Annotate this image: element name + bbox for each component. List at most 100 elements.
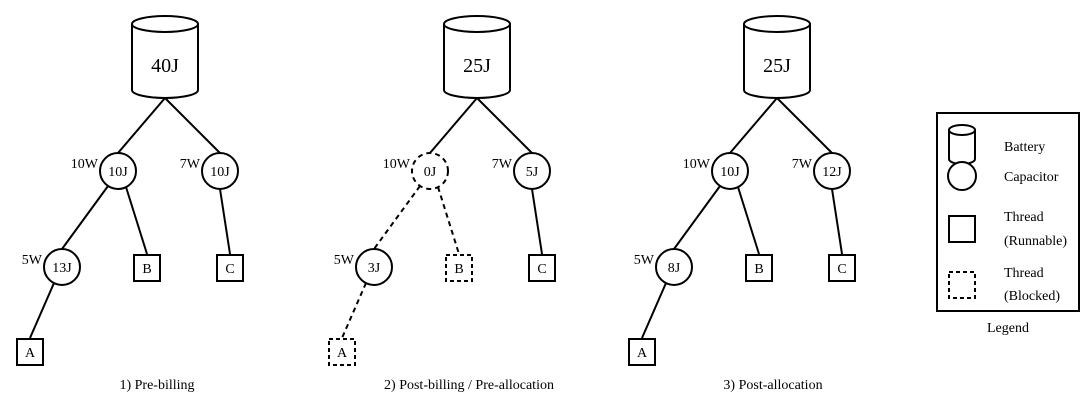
battery: 40J xyxy=(131,15,199,99)
panel-caption: 3) Post-allocation xyxy=(723,378,822,393)
thread-c-box xyxy=(528,254,556,282)
battery: 25J xyxy=(743,15,811,99)
capacitor-right-power: 7W xyxy=(492,157,513,172)
thread-b: B xyxy=(445,254,473,282)
legend-box xyxy=(936,112,1080,312)
capacitor-right: 10J 7W xyxy=(180,152,239,190)
edge-left-thread-b xyxy=(125,186,148,255)
edge-battery-left xyxy=(729,97,778,154)
thread-a: A xyxy=(16,338,44,366)
capacitor-left-power: 10W xyxy=(71,157,99,172)
thread-a-label: A xyxy=(25,346,36,361)
capacitor-left-circle xyxy=(711,152,749,190)
thread-b-label: B xyxy=(454,262,463,277)
capacitor-left: 0J 10W xyxy=(383,152,449,190)
legend-thread-runnable-label: Thread xyxy=(1004,210,1044,225)
edge-sub-thread-a xyxy=(29,282,55,339)
legend-battery-label: Battery xyxy=(1004,140,1045,155)
thread-c-label: C xyxy=(537,262,546,277)
thread-c-label: C xyxy=(837,262,846,277)
capacitor-sub-power: 5W xyxy=(22,253,43,268)
capacitor-left-energy: 10J xyxy=(108,165,128,180)
legend-thread-blocked-label: Thread xyxy=(1004,266,1044,281)
legend-capacitor-label: Capacitor xyxy=(1004,170,1059,185)
capacitor-left-power: 10W xyxy=(383,157,411,172)
legend-battery-icon xyxy=(948,124,976,165)
capacitor-left-energy: 10J xyxy=(720,165,740,180)
thread-b-label: B xyxy=(142,262,151,277)
thread-c-label: C xyxy=(225,262,234,277)
capacitor-sub-power: 5W xyxy=(334,253,355,268)
panel-caption: 1) Pre-billing xyxy=(119,378,194,393)
edge-right-thread-c xyxy=(531,188,543,255)
capacitor-sub: 8J 5W xyxy=(634,248,693,286)
edge-battery-right xyxy=(164,97,221,154)
edge-left-sub xyxy=(673,185,721,250)
capacitor-left: 10J 10W xyxy=(683,152,749,190)
edge-left-thread-b xyxy=(437,186,460,255)
legend-thread-runnable-sublabel: (Runnable) xyxy=(1004,234,1067,249)
edge-right-thread-c xyxy=(219,188,231,255)
panel-caption: 2) Post-billing / Pre-allocation xyxy=(384,378,554,393)
legend: Battery Capacitor Thread (Runnable) Thre… xyxy=(936,112,1080,336)
legend-thread-blocked-icon xyxy=(948,271,976,299)
edge-left-sub xyxy=(61,185,109,250)
thread-a-label: A xyxy=(637,346,648,361)
thread-b-box xyxy=(445,254,473,282)
edge-battery-right xyxy=(476,97,533,154)
edge-sub-thread-a xyxy=(641,282,667,339)
battery: 25J xyxy=(443,15,511,99)
capacitor-sub-circle xyxy=(43,248,81,286)
thread-c: C xyxy=(828,254,856,282)
edge-battery-left xyxy=(429,97,478,154)
thread-b-box xyxy=(133,254,161,282)
capacitor-sub: 13J 5W xyxy=(22,248,81,286)
capacitor-left-circle xyxy=(99,152,137,190)
thread-c-box xyxy=(216,254,244,282)
edge-battery-right xyxy=(776,97,833,154)
thread-b: B xyxy=(133,254,161,282)
thread-a-box xyxy=(628,338,656,366)
legend-thread-blocked-sublabel: (Blocked) xyxy=(1004,289,1060,304)
capacitor-left-circle xyxy=(411,152,449,190)
edge-battery-left xyxy=(117,97,166,154)
capacitor-left: 10J 10W xyxy=(71,152,137,190)
edge-left-sub xyxy=(373,185,421,250)
thread-a-box xyxy=(16,338,44,366)
thread-a-box xyxy=(328,338,356,366)
panels: 40J 10J 10W 10J 7W 13J 5W A B C 1) Pre-billing 25J 0… xyxy=(16,15,856,393)
capacitor-right-circle xyxy=(513,152,551,190)
capacitor-right-circle xyxy=(201,152,239,190)
legend-thread-runnable-icon xyxy=(948,215,976,243)
edge-right-thread-c xyxy=(831,188,843,255)
capacitor-sub-circle xyxy=(355,248,393,286)
capacitor-left-energy: 0J xyxy=(424,165,437,180)
thread-c: C xyxy=(216,254,244,282)
battery-energy: 25J xyxy=(463,55,491,77)
battery-energy: 40J xyxy=(151,55,179,77)
capacitor-sub-circle xyxy=(655,248,693,286)
thread-c: C xyxy=(528,254,556,282)
capacitor-sub-power: 5W xyxy=(634,253,655,268)
thread-b: B xyxy=(745,254,773,282)
capacitor-right-energy: 10J xyxy=(210,165,230,180)
thread-a: A xyxy=(628,338,656,366)
capacitor-left-power: 10W xyxy=(683,157,711,172)
capacitor-sub-energy: 8J xyxy=(668,261,681,276)
thread-b-box xyxy=(745,254,773,282)
thread-a: A xyxy=(328,338,356,366)
panel-1: 40J 10J 10W 10J 7W 13J 5W A B C 1) Pre-billing xyxy=(16,15,244,393)
edge-sub-thread-a xyxy=(341,282,367,339)
thread-a-label: A xyxy=(337,346,348,361)
edge-left-thread-b xyxy=(737,186,760,255)
legend-capacitor-icon xyxy=(947,161,977,191)
capacitor-right-energy: 12J xyxy=(822,165,842,180)
capacitor-right-power: 7W xyxy=(180,157,201,172)
capacitor-right-circle xyxy=(813,152,851,190)
capacitor-sub-energy: 13J xyxy=(52,261,72,276)
